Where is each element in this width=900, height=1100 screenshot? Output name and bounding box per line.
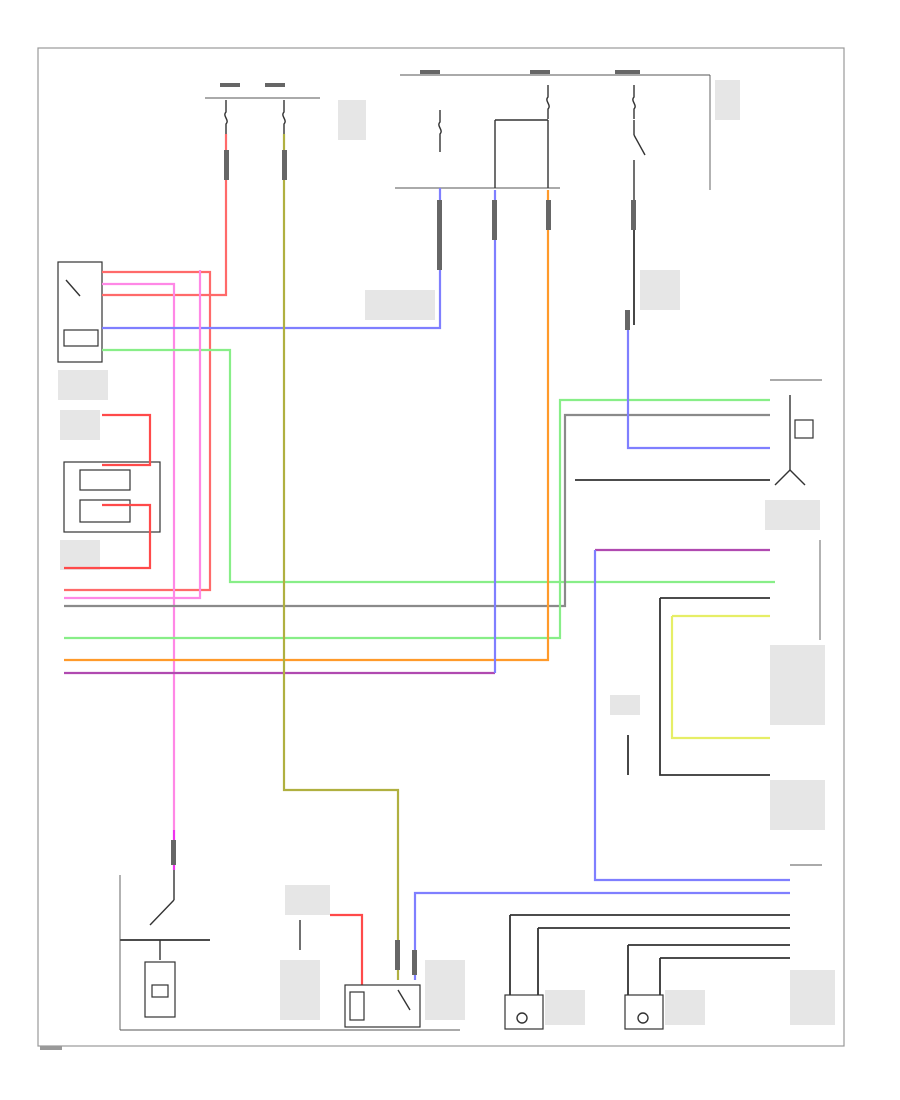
power-transistor	[765, 379, 822, 530]
fan-control-relay	[344, 960, 465, 1028]
connectors	[171, 150, 636, 975]
black-wires	[120, 215, 790, 995]
condenser-fan-motor	[624, 864, 835, 1030]
dual-pressure-switch	[60, 410, 161, 570]
fuse-4	[546, 85, 550, 119]
fuse-3	[438, 110, 442, 152]
ac-compressor-clutch-relay	[57, 261, 108, 400]
fuse-5	[632, 85, 636, 119]
fuse-box-area	[205, 70, 740, 320]
fuse-1	[224, 100, 228, 134]
fuse-2	[282, 100, 286, 134]
radiator-fan-motor	[504, 990, 585, 1030]
diagram-frame	[37, 47, 845, 1047]
diagram-code	[40, 1046, 62, 1050]
thermo-switch	[280, 885, 330, 1020]
engine-control-module	[610, 540, 825, 830]
ac-compressor-clutch	[119, 870, 460, 1031]
wires	[64, 134, 790, 990]
fuses	[224, 85, 646, 215]
